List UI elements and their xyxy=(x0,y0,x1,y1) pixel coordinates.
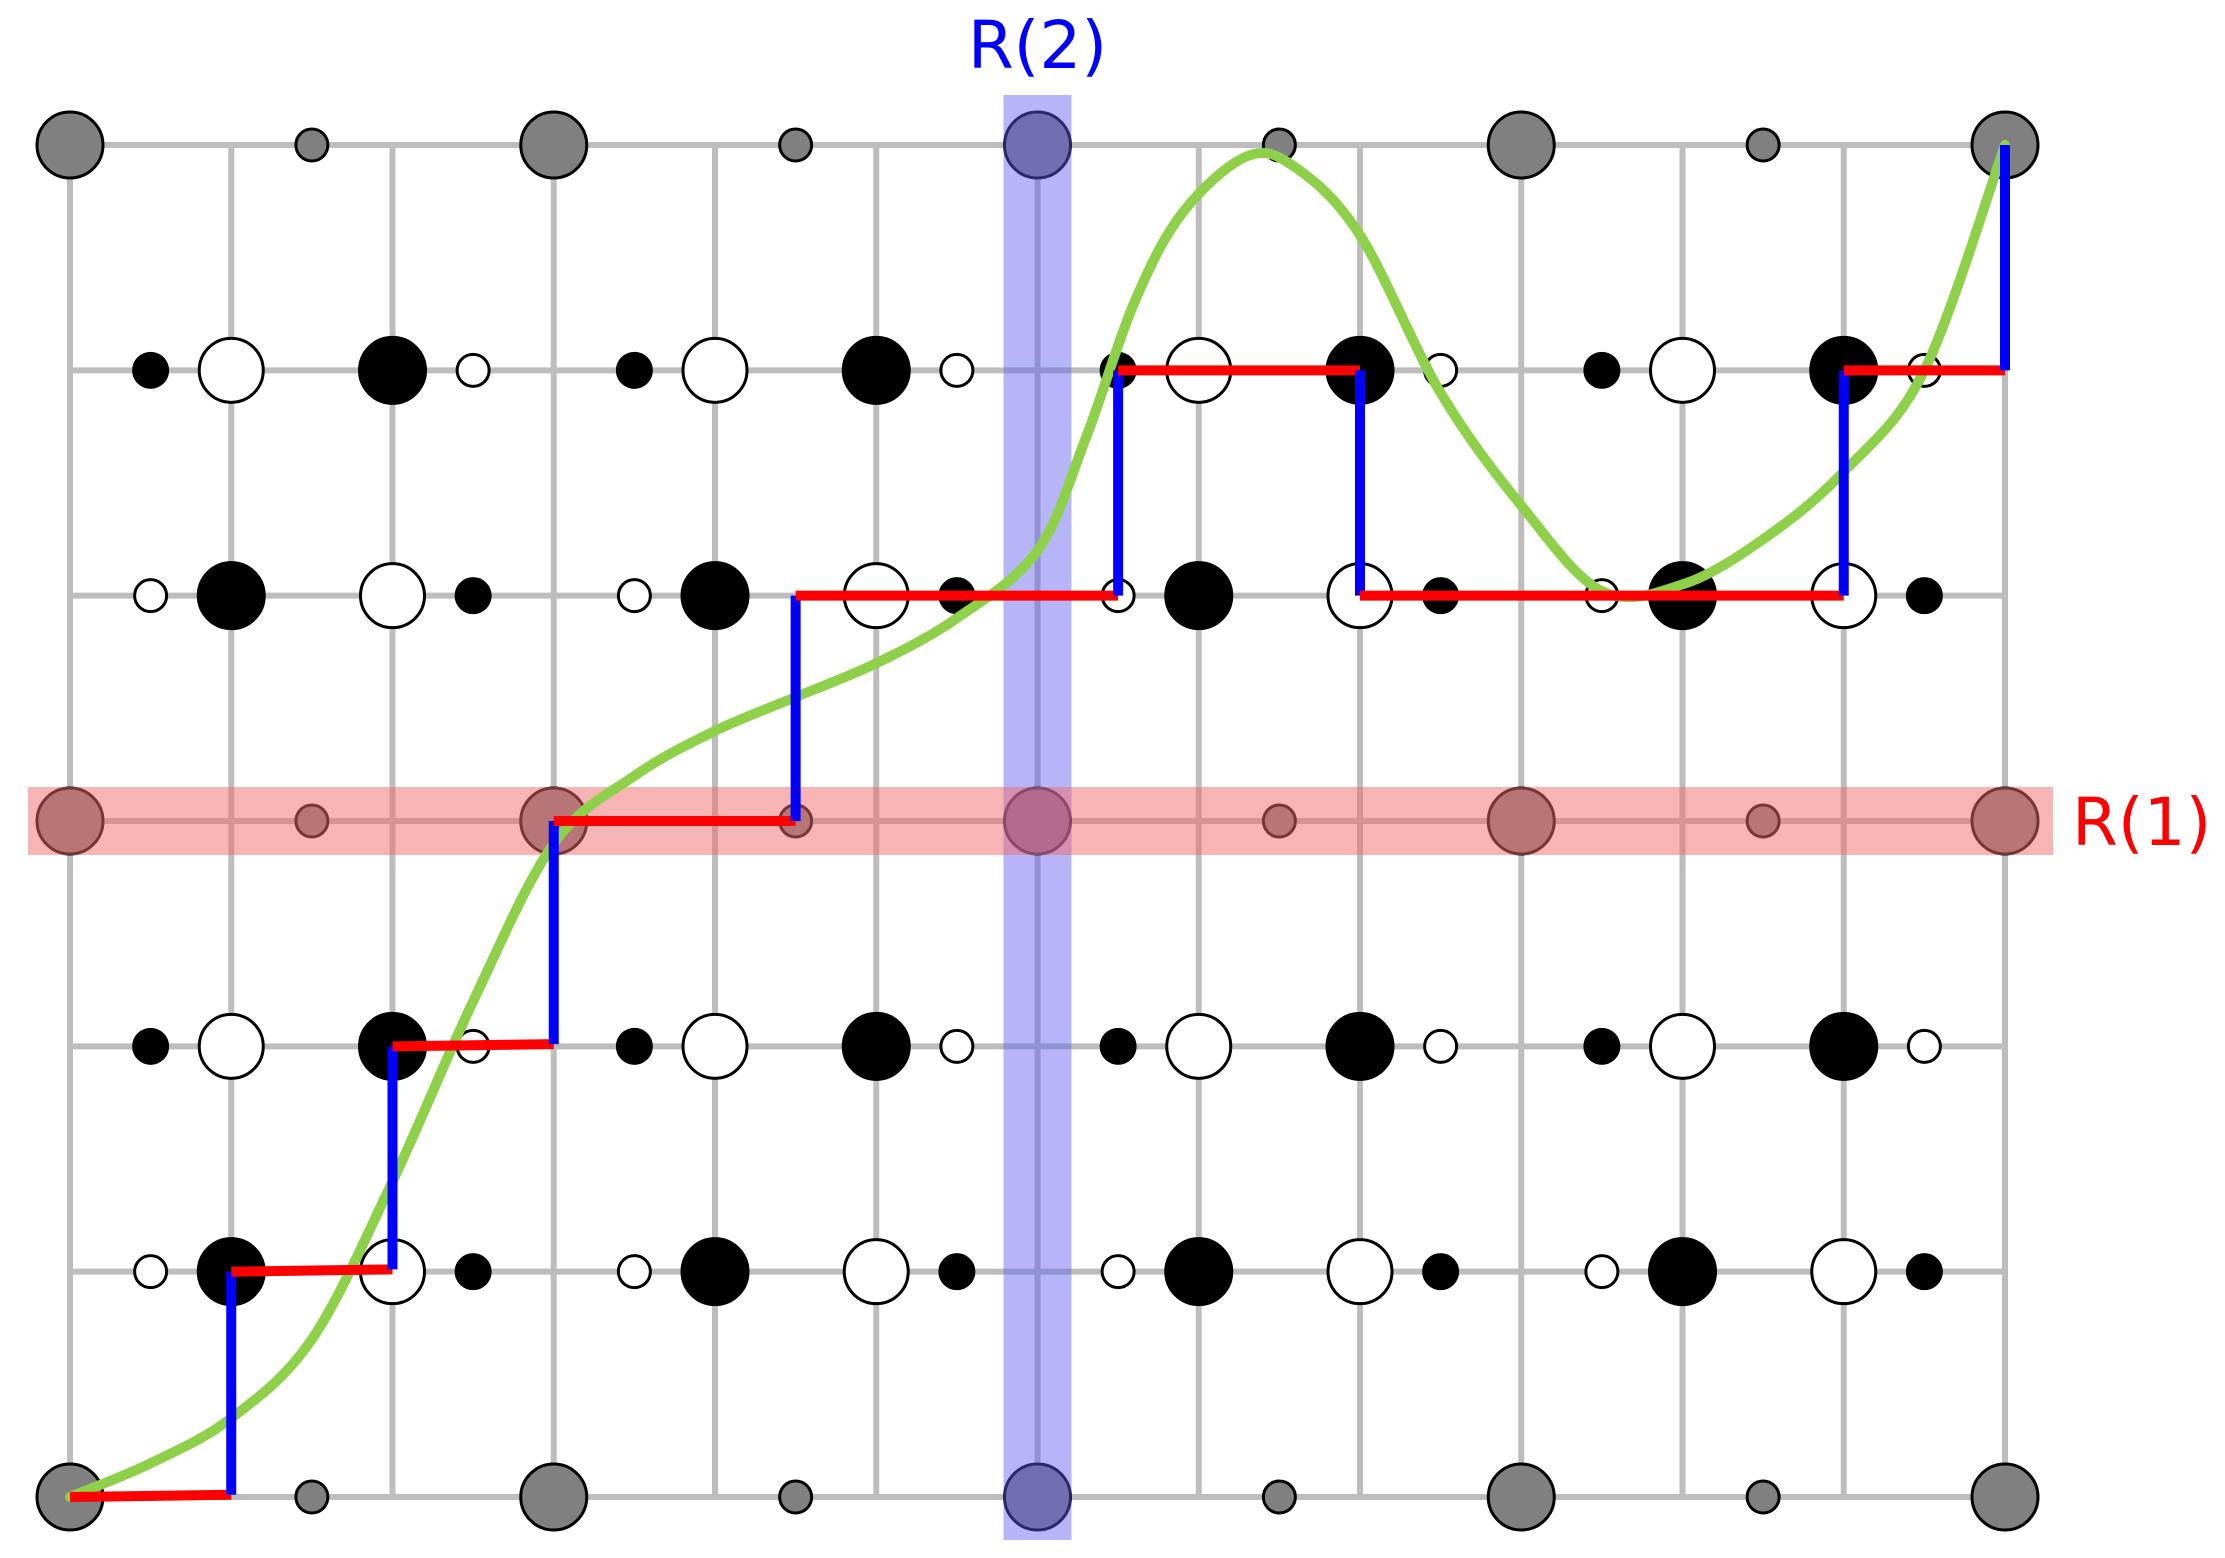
gray-node-small xyxy=(778,1479,814,1515)
white-node-small xyxy=(616,1254,652,1290)
gray-node-small xyxy=(1261,1479,1297,1515)
white-node-large xyxy=(197,336,265,404)
gray-node-large xyxy=(35,110,105,180)
black-node-small xyxy=(1099,1027,1137,1065)
black-node-small xyxy=(1422,1253,1460,1291)
black-node-small xyxy=(615,1027,653,1065)
white-node-large xyxy=(1649,1012,1716,1080)
row-highlight-label: R(1) xyxy=(2072,784,2211,861)
white-node-small xyxy=(133,578,169,614)
gray-node-large xyxy=(1003,1462,1072,1532)
black-node-small xyxy=(615,351,653,389)
gray-node-large xyxy=(519,1462,589,1532)
gray-node-small xyxy=(294,127,330,163)
black-node-small xyxy=(1583,1027,1621,1065)
black-node-small xyxy=(454,1253,492,1291)
lattice-nodes xyxy=(35,110,2040,1532)
black-node-large xyxy=(680,561,750,631)
white-node-large xyxy=(1649,336,1716,404)
gray-node-large xyxy=(1486,110,1556,180)
black-node-large xyxy=(1648,1237,1717,1307)
gray-node-small xyxy=(1745,1479,1781,1515)
white-node-small xyxy=(1100,1254,1136,1290)
black-node-small xyxy=(132,351,170,389)
black-node-small xyxy=(938,1253,976,1291)
white-node-small xyxy=(1584,1254,1620,1290)
white-node-small xyxy=(133,1254,169,1290)
gray-node-large xyxy=(1970,1462,2040,1532)
staircase-path xyxy=(69,145,2010,1502)
row-highlight-band xyxy=(28,787,2053,855)
white-node-large xyxy=(1165,1012,1233,1080)
gray-node-large xyxy=(519,110,589,180)
white-node-large xyxy=(359,562,426,630)
path-segment-horizontal xyxy=(231,1264,393,1277)
white-node-large xyxy=(1810,1238,1878,1306)
column-highlight-label: R(2) xyxy=(968,7,1107,84)
black-node-large xyxy=(1325,1011,1395,1081)
white-node-large xyxy=(681,1012,749,1080)
black-node-small xyxy=(1905,577,1943,615)
white-node-small xyxy=(1423,1028,1459,1064)
white-node-small xyxy=(616,578,652,614)
highlight-bands xyxy=(28,95,2053,1540)
gray-node-small xyxy=(778,127,814,163)
gray-node-small xyxy=(1745,127,1781,163)
black-node-large xyxy=(1809,1011,1879,1081)
gray-node-large xyxy=(1003,110,1072,180)
white-node-small xyxy=(939,1028,975,1064)
white-node-large xyxy=(681,336,749,404)
black-node-small xyxy=(454,577,492,615)
black-node-small xyxy=(1583,351,1621,389)
path-segment-horizontal xyxy=(69,1489,232,1502)
white-node-small xyxy=(455,352,491,388)
black-node-large xyxy=(680,1237,750,1307)
gray-node-large xyxy=(1486,1462,1556,1532)
black-node-large xyxy=(841,335,911,405)
band-labels: R(2) R(1) xyxy=(968,7,2212,861)
white-node-small xyxy=(1906,1028,1942,1064)
black-node-large xyxy=(1164,561,1234,631)
black-node-small xyxy=(132,1027,170,1065)
green-curve xyxy=(65,140,2010,1502)
white-node-large xyxy=(842,1238,910,1306)
black-node-small xyxy=(1905,1253,1943,1291)
white-node-small xyxy=(939,352,975,388)
gray-node-small xyxy=(294,1479,330,1515)
black-node-large xyxy=(1164,1237,1234,1307)
path-segment-horizontal xyxy=(392,1039,554,1052)
black-node-large xyxy=(358,335,427,405)
black-node-large xyxy=(196,561,266,631)
white-node-large xyxy=(1326,1238,1394,1306)
black-node-large xyxy=(841,1011,911,1081)
smooth-curve xyxy=(65,140,2010,1502)
white-node-large xyxy=(197,1012,265,1080)
